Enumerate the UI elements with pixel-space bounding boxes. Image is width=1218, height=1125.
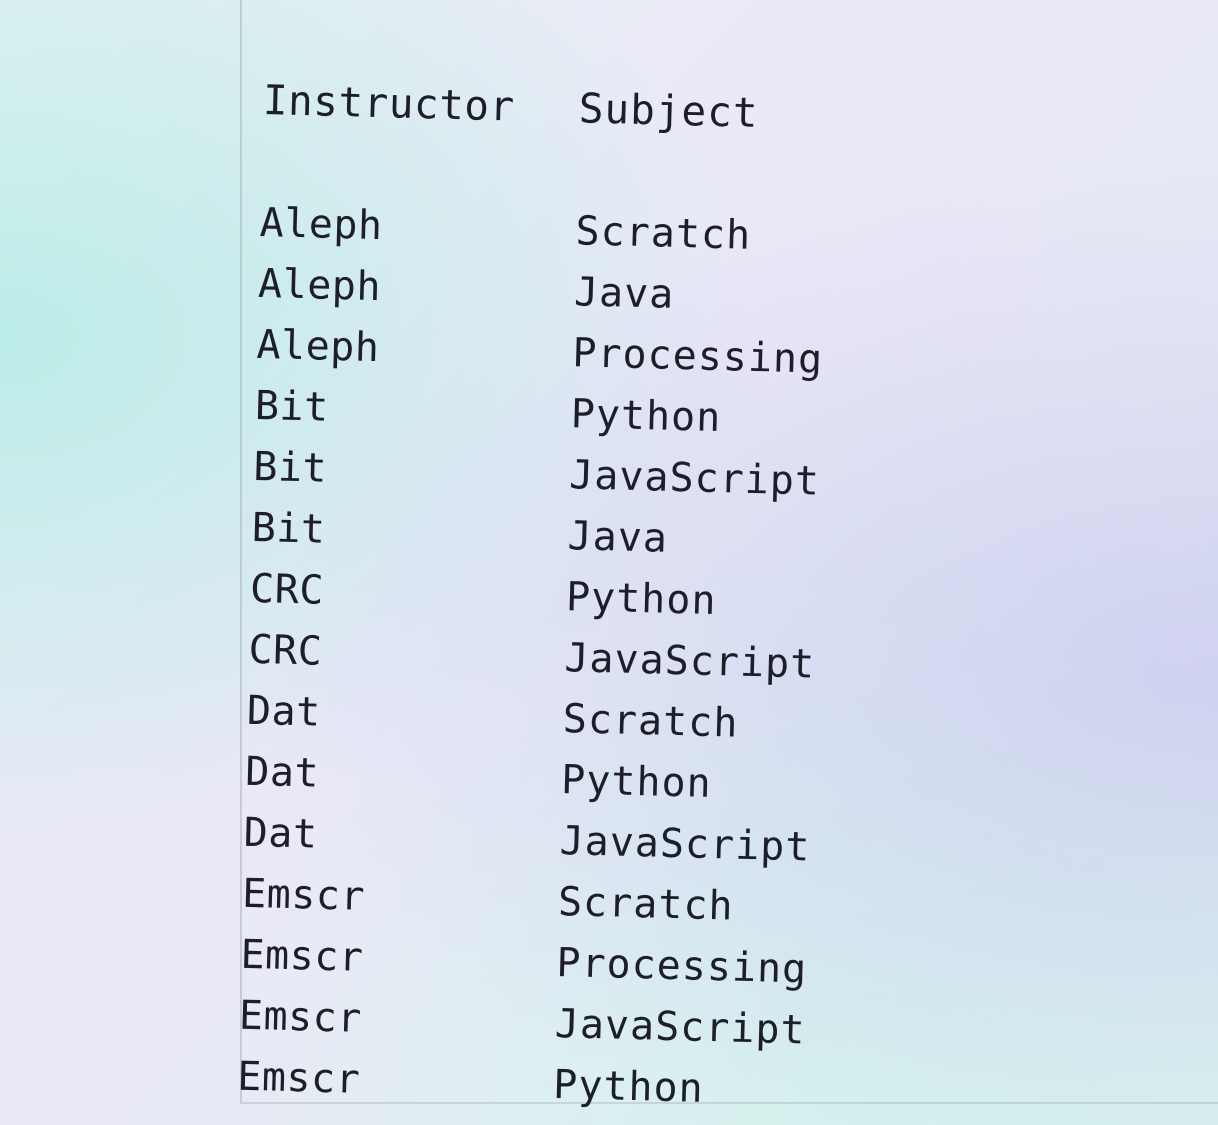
subject-cell: Java — [567, 512, 669, 562]
instructor-cell: Emscr — [239, 931, 365, 981]
instructor-cell: Dat — [246, 687, 322, 736]
subject-cell: Python — [570, 390, 722, 441]
instructor-cell: Emscr — [238, 992, 363, 1042]
subject-column-header: Subject — [578, 84, 760, 137]
subject-cell: Processing — [571, 329, 824, 383]
subject-cell: JavaScript — [568, 451, 821, 505]
instructor-cell: Aleph — [259, 199, 384, 249]
subject-cell: Java — [573, 268, 675, 318]
subject-cell: Python — [552, 1061, 705, 1112]
subject-cell: JavaScript — [554, 1000, 807, 1054]
subject-cell: Scratch — [557, 878, 735, 930]
table-header-row: Instructor Subject — [262, 60, 831, 155]
instructor-column-header: Instructor — [262, 75, 516, 131]
subject-cell: JavaScript — [563, 634, 816, 688]
instructor-cell: Aleph — [255, 321, 381, 371]
instructor-cell: CRC — [249, 565, 325, 614]
instructor-cell: Bit — [251, 504, 327, 553]
instructor-cell: CRC — [247, 626, 323, 675]
subject-cell: JavaScript — [559, 817, 812, 871]
instructor-cell: Aleph — [257, 260, 382, 310]
subject-cell: Scratch — [575, 207, 752, 259]
instructor-cell: Dat — [243, 809, 319, 858]
subject-cell: Python — [565, 573, 718, 624]
instructor-cell: Bit — [254, 382, 330, 431]
subject-cell: Scratch — [562, 695, 739, 747]
instructor-cell: Dat — [244, 748, 320, 797]
subject-cell: Python — [560, 756, 713, 807]
instructor-cell: Emscr — [236, 1053, 361, 1103]
subject-cell: Processing — [555, 939, 808, 993]
instructor-cell: Bit — [252, 443, 328, 492]
instructor-cell: Emscr — [241, 870, 366, 920]
screen-frame — [240, 0, 1218, 1104]
